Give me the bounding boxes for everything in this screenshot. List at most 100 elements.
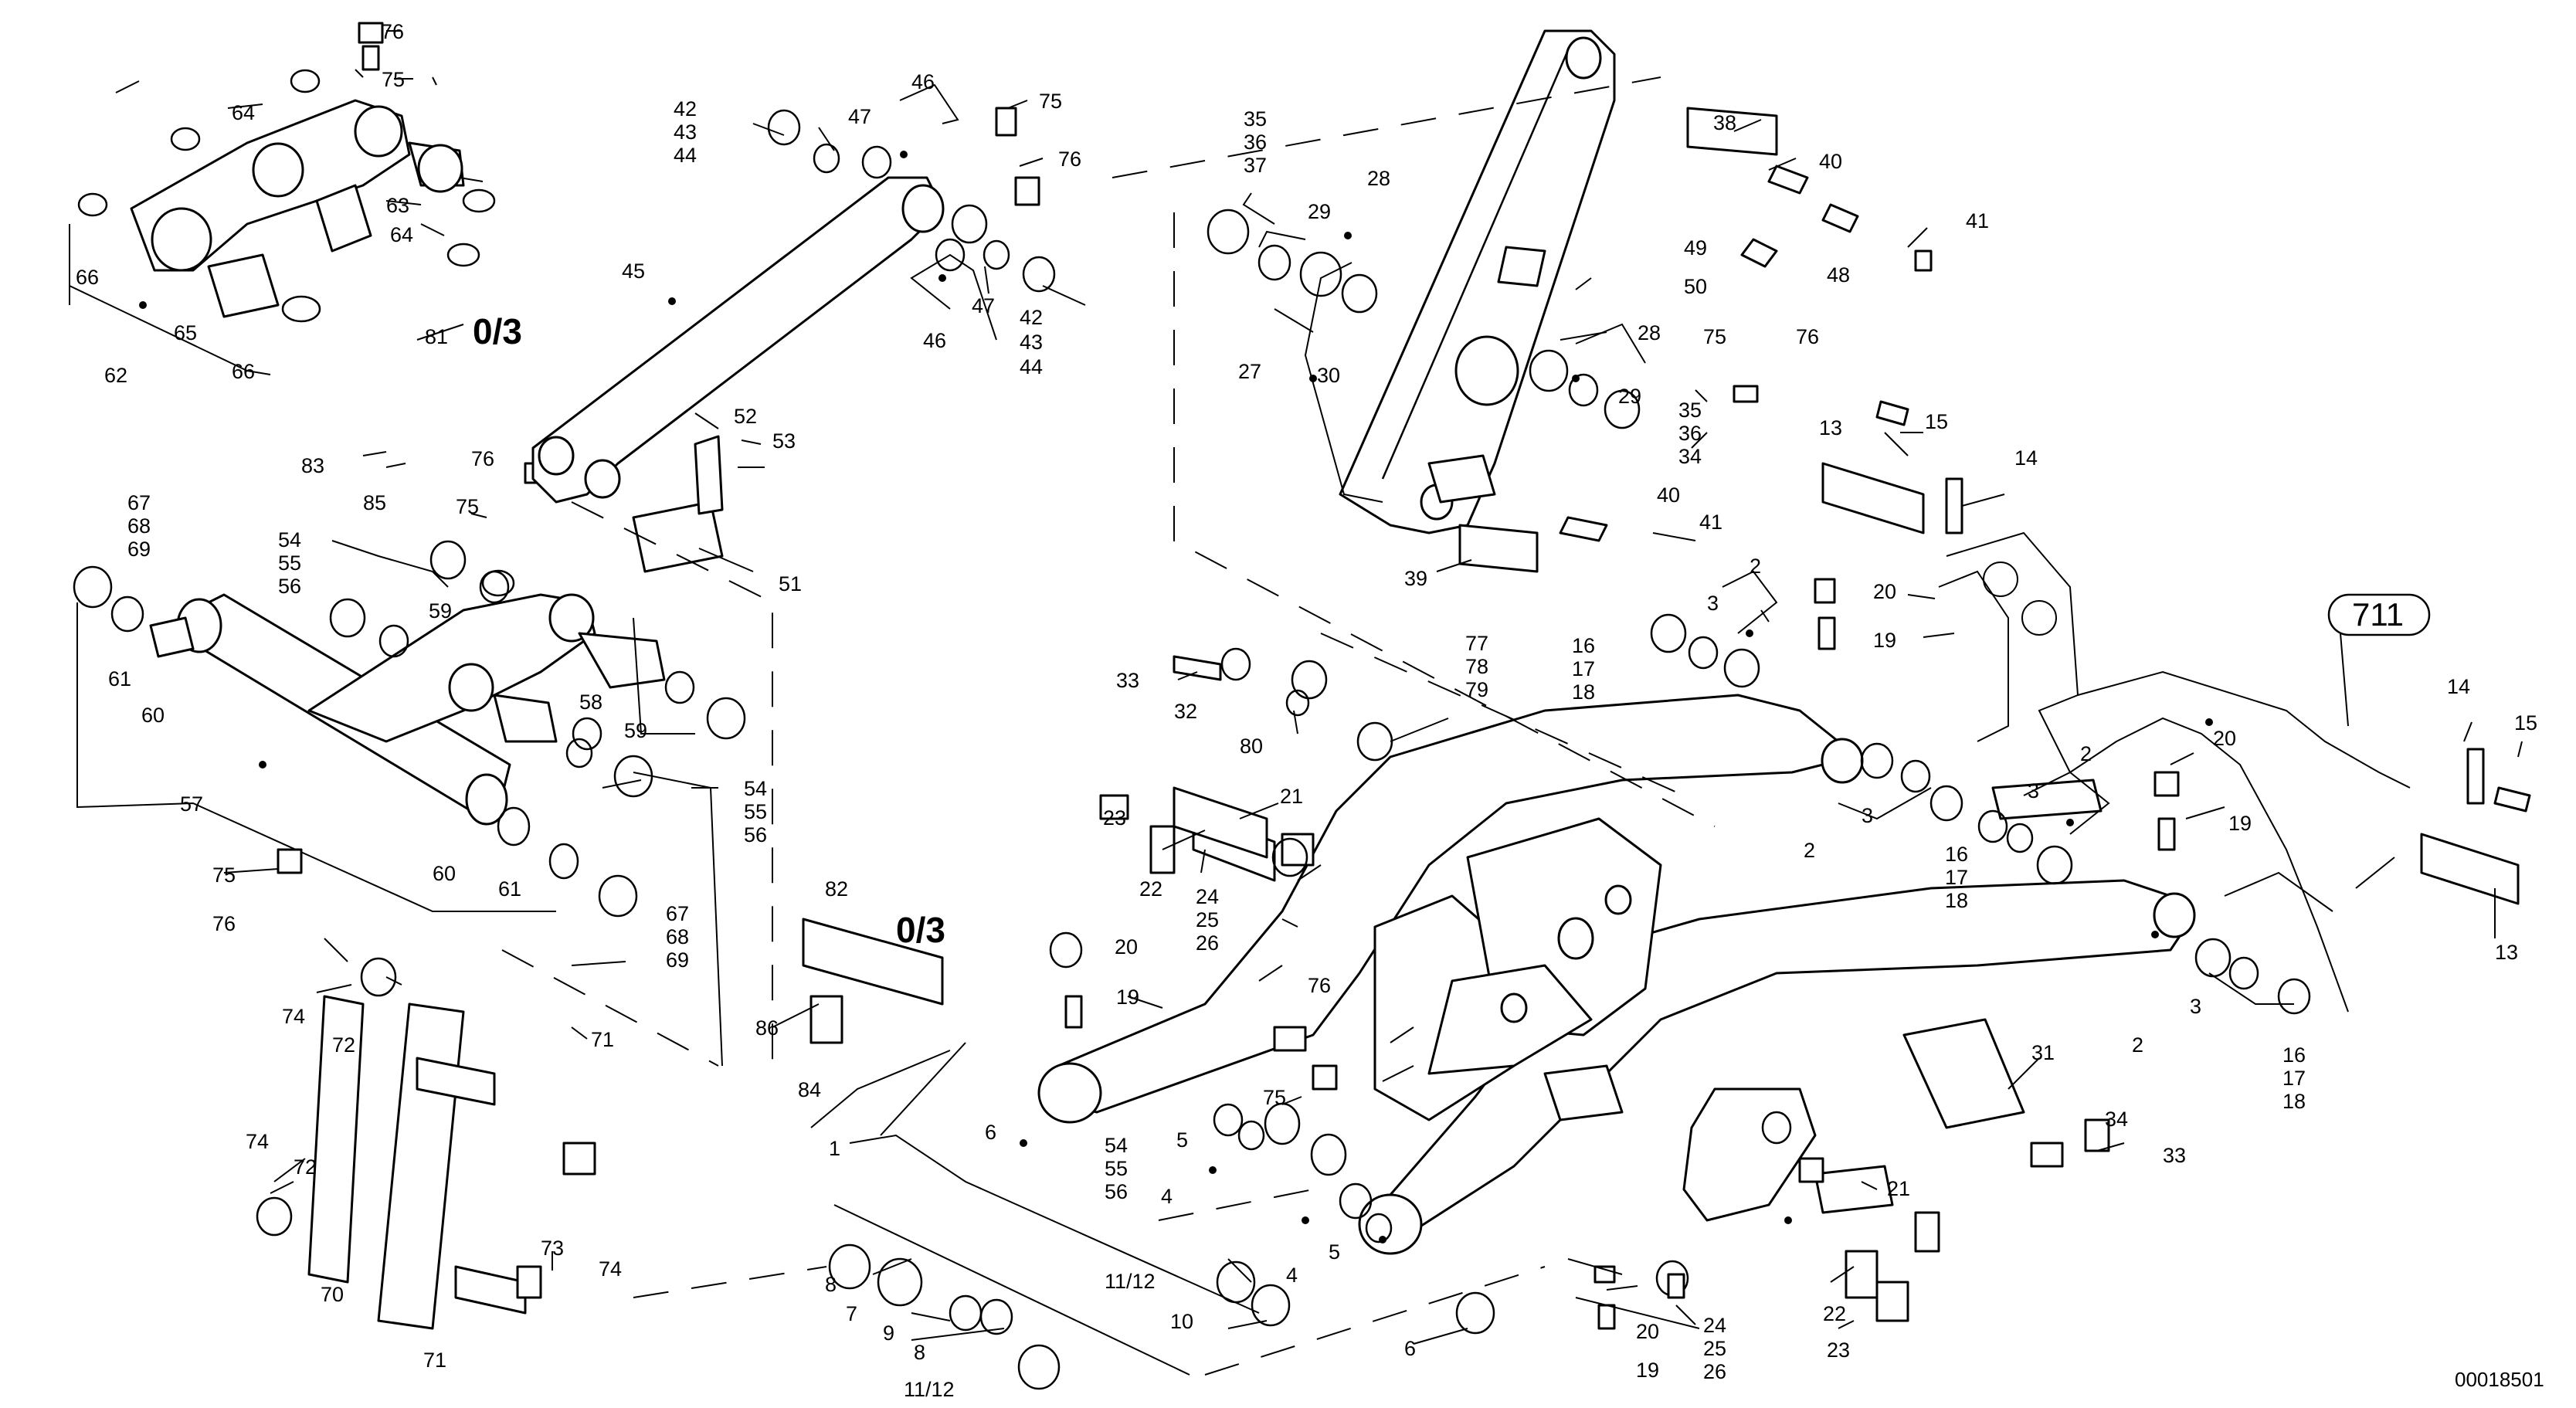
assembly-reference-711: 711 [2352, 596, 2404, 633]
callout-76: 76 [471, 447, 494, 470]
callout-75: 75 [382, 68, 405, 91]
callout-34: 34 [2105, 1108, 2128, 1131]
callout-76: 76 [381, 20, 404, 43]
callout-23: 23 [1827, 1338, 1850, 1362]
callout-20: 20 [1873, 580, 1896, 603]
callout-40: 40 [1819, 150, 1842, 173]
callout-8: 8 [914, 1341, 925, 1364]
callout-3: 3 [1707, 592, 1719, 615]
callout-43: 43 [674, 120, 697, 144]
callout-20: 20 [2213, 727, 2236, 750]
callout-44: 44 [674, 144, 697, 167]
callout-29: 29 [1618, 385, 1641, 408]
callout-76: 76 [212, 912, 236, 935]
callout-10: 10 [1170, 1310, 1193, 1333]
callout-13: 13 [1819, 416, 1842, 439]
callout-3: 3 [1862, 804, 1873, 827]
callout-28: 28 [1638, 321, 1661, 344]
callout-59: 59 [429, 599, 452, 623]
callout-82: 82 [825, 877, 848, 901]
callout-61: 61 [108, 667, 131, 690]
callout-63: 63 [386, 194, 409, 217]
callout-2: 2 [1750, 555, 1761, 578]
callout-75: 75 [456, 495, 479, 518]
callout-32: 32 [1174, 700, 1197, 723]
callout-3: 3 [2028, 779, 2039, 802]
callout-18: 18 [1572, 680, 1595, 704]
callout-2: 2 [2080, 742, 2092, 765]
callout-labels: 76 75 64 63 64 66 65 66 62 81 0/3 83 85 … [76, 20, 2544, 1401]
callout-42: 42 [1020, 306, 1043, 329]
callout-75: 75 [1263, 1086, 1286, 1109]
callout-2: 2 [2132, 1033, 2143, 1057]
callout-5: 5 [1176, 1128, 1188, 1152]
callout-80: 80 [1240, 735, 1263, 758]
callout-68: 68 [666, 925, 689, 948]
callout-40: 40 [1657, 483, 1680, 507]
callout-43: 43 [1020, 331, 1043, 354]
callout-76: 76 [1308, 974, 1331, 997]
callout-56: 56 [1105, 1180, 1128, 1203]
callout-64: 64 [232, 101, 255, 124]
callout-27: 27 [1238, 360, 1261, 383]
callout-66: 66 [76, 266, 99, 289]
callout-75: 75 [1039, 90, 1062, 113]
callout-17: 17 [1945, 866, 1968, 889]
callout-84: 84 [798, 1078, 821, 1101]
callout-41: 41 [1699, 511, 1722, 534]
callout-21: 21 [1280, 785, 1303, 808]
tilt-lever-27 [1207, 29, 1933, 573]
callout-34: 34 [1678, 445, 1702, 468]
callout-37: 37 [1244, 154, 1267, 177]
callout-54: 54 [744, 777, 767, 800]
callout-55: 55 [1105, 1157, 1128, 1180]
callout-6: 6 [985, 1121, 996, 1144]
callout-8: 8 [825, 1273, 837, 1296]
assembly-reference-badge [2327, 593, 2431, 636]
callout-16: 16 [2282, 1043, 2306, 1067]
callout-19: 19 [1636, 1359, 1659, 1382]
callout-22: 22 [1139, 877, 1162, 901]
callout-78: 78 [1465, 655, 1488, 678]
callout-52: 52 [734, 405, 757, 428]
callout-35: 35 [1678, 399, 1702, 422]
callout-76: 76 [1796, 325, 1819, 348]
callout-60: 60 [141, 704, 165, 727]
loader-frame-outline [1938, 531, 2411, 1013]
callout-73: 73 [541, 1237, 564, 1260]
callout-64: 64 [390, 223, 413, 246]
callout-47: 47 [848, 105, 871, 128]
lower-left-parts [256, 400, 2531, 1390]
link-assembly-62 [69, 22, 496, 375]
callout-16: 16 [1945, 843, 1968, 866]
callout-19: 19 [1116, 986, 1139, 1009]
callout-13: 13 [2495, 941, 2518, 964]
callout-17: 17 [1572, 657, 1595, 680]
callout-70: 70 [321, 1283, 344, 1306]
callout-24: 24 [1196, 885, 1219, 908]
callout-67: 67 [666, 902, 689, 925]
upper-link-45 [531, 107, 1056, 573]
callout-71: 71 [423, 1349, 446, 1372]
callout-14: 14 [2014, 446, 2038, 470]
callout-83: 83 [301, 454, 324, 477]
callout-56: 56 [744, 823, 767, 846]
callout-50: 50 [1684, 275, 1707, 298]
callout-75: 75 [212, 863, 236, 887]
document-id: 00018501 [2455, 1368, 2544, 1391]
callout-85: 85 [363, 491, 386, 514]
callout-1: 1 [829, 1137, 840, 1160]
callout-31: 31 [2031, 1041, 2055, 1064]
callout-5: 5 [1329, 1240, 1340, 1264]
callout-leaders [223, 30, 2523, 1345]
callout-28: 28 [1367, 167, 1390, 190]
callout-60: 60 [433, 862, 456, 885]
callout-16: 16 [1572, 634, 1595, 657]
callout-38: 38 [1713, 111, 1736, 134]
callout-86: 86 [755, 1016, 779, 1040]
callout-71: 71 [591, 1028, 614, 1051]
callout-72: 72 [332, 1033, 355, 1057]
callout-35: 35 [1244, 107, 1267, 131]
callout-75: 75 [1703, 325, 1726, 348]
